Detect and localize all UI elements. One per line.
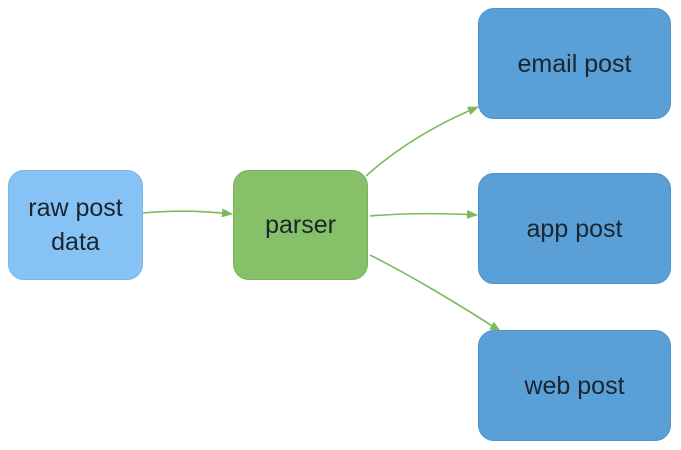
edge-parser-to-email [365,106,480,177]
node-email-post-label: email post [517,49,632,78]
edge-parser-to-app [369,209,479,219]
node-parser: parser [233,170,368,280]
node-web-post-label: web post [524,371,625,400]
node-raw-post-data-text: raw post data [28,191,122,259]
node-app-post-label: app post [526,214,623,243]
node-raw-post-data: raw post data [8,170,143,280]
node-parser-label: parser [265,211,336,239]
node-raw-post-data-label-line1: raw post [28,194,123,222]
edge-source-to-parser [142,208,234,218]
node-email-post: email post [478,8,671,119]
node-web-post: web post [478,330,671,441]
edge-parser-to-web [369,254,501,332]
node-app-post: app post [478,173,671,284]
node-raw-post-data-label-line2: data [51,228,100,256]
